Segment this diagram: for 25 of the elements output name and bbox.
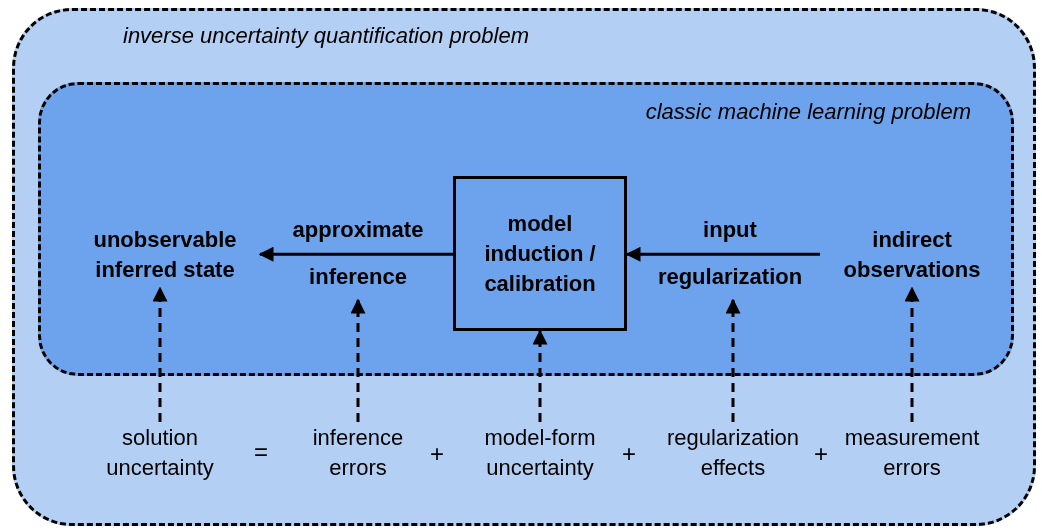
region-title: inverse uncertainty quantification problem xyxy=(123,23,529,49)
dashed-arrow xyxy=(725,298,741,422)
process-box: model induction / calibration xyxy=(453,176,627,331)
operator-sign: + xyxy=(622,440,636,468)
node-label: inference errors xyxy=(293,422,423,484)
node-label: indirect observations xyxy=(820,222,1004,288)
node-label: unobservable inferred state xyxy=(70,222,260,288)
dashed-arrow xyxy=(532,329,548,422)
node-label: model-form uncertainty xyxy=(465,422,615,484)
region-title: classic machine learning problem xyxy=(645,99,971,125)
edge-label: input regularization xyxy=(656,216,804,291)
operator-sign: + xyxy=(430,440,444,468)
inner-region xyxy=(38,82,1014,376)
arrow xyxy=(625,246,820,262)
dashed-arrow xyxy=(350,298,366,422)
arrow xyxy=(258,246,453,262)
node-label: regularization effects xyxy=(650,422,816,484)
dashed-arrow xyxy=(904,286,920,422)
node-label: solution uncertainty xyxy=(95,422,225,484)
outer-region xyxy=(12,8,1036,526)
edge-label: approximate inference xyxy=(291,216,425,291)
dashed-arrow xyxy=(152,286,168,422)
operator-sign: = xyxy=(254,438,268,466)
node-label: measurement errors xyxy=(830,422,994,484)
operator-sign: + xyxy=(814,440,828,468)
